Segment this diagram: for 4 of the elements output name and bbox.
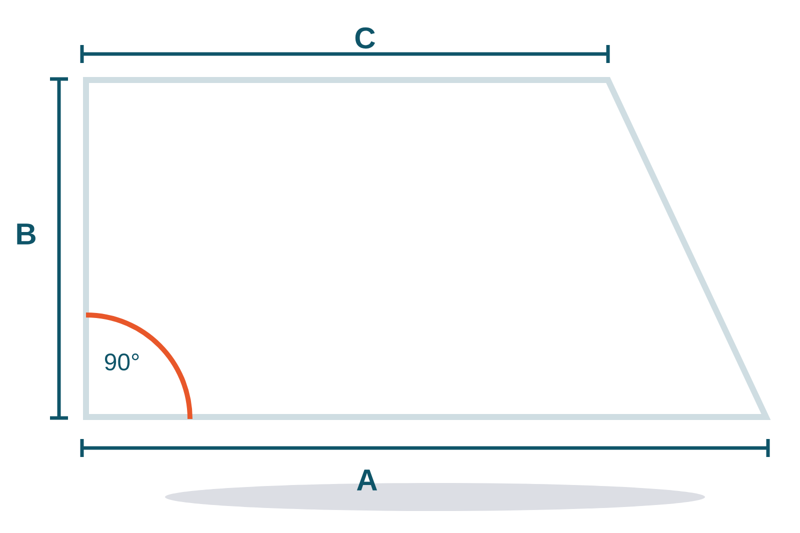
dimension-label: B <box>17 224 36 244</box>
dimension-label: A <box>356 470 378 490</box>
dimension-label: C <box>355 27 376 49</box>
angle-label: 90° <box>104 354 139 370</box>
